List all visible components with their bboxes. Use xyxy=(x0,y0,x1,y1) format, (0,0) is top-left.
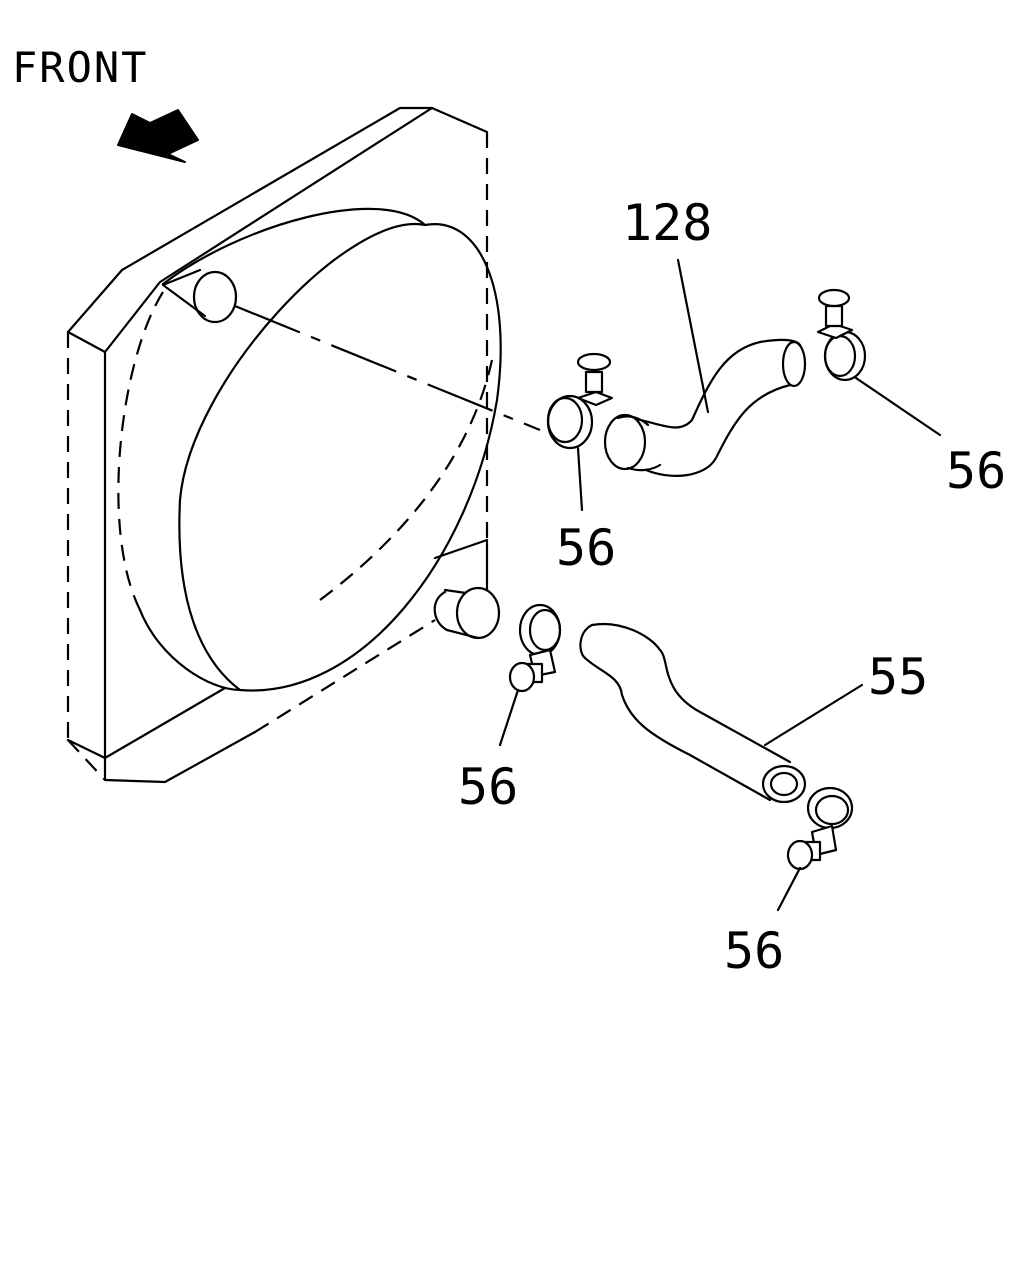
leader-lines xyxy=(498,258,942,912)
callout-56-lower-engine: 56 xyxy=(724,922,784,980)
hose-clamp-lower-engine xyxy=(786,786,854,871)
radiator xyxy=(66,106,502,784)
callout-56-upper-radiator: 56 xyxy=(556,519,616,577)
hose-clamp-upper-radiator xyxy=(546,352,614,450)
hose-clamp-upper-engine xyxy=(816,288,867,382)
upper-hose xyxy=(603,338,807,477)
lower-hose xyxy=(579,622,807,804)
upper-centerline xyxy=(234,304,541,432)
callout-56-upper-engine: 56 xyxy=(946,442,1006,500)
callout-55: 55 xyxy=(868,648,928,706)
callout-128: 128 xyxy=(622,194,712,252)
front-label: FRONT xyxy=(12,43,148,92)
front-arrow-icon xyxy=(117,109,199,163)
callout-56-lower-radiator: 56 xyxy=(458,758,518,816)
hose-clamp-lower-radiator xyxy=(508,603,562,693)
